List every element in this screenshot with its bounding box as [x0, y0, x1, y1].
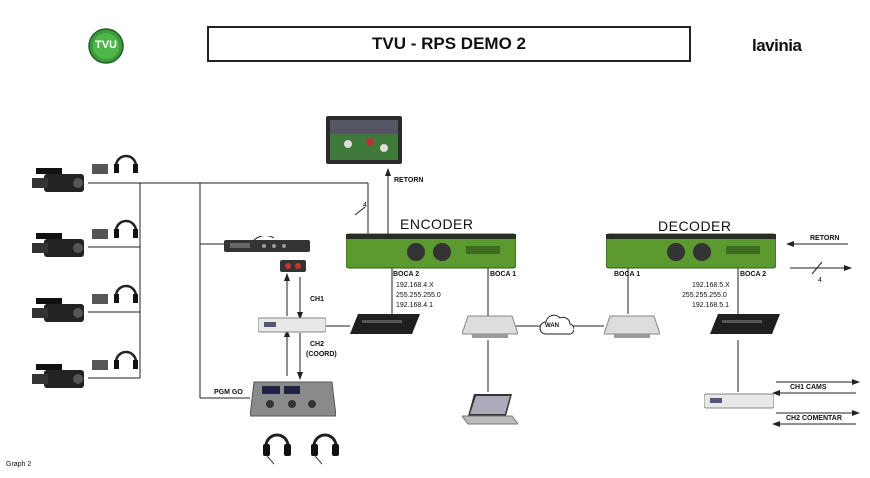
decoder-unit — [605, 232, 777, 275]
camera-4-beltpack-icon — [92, 346, 138, 379]
camera-2 — [32, 231, 92, 268]
ch2-comentar-label: CH2 COMENTAR — [786, 415, 842, 422]
encoder-unit — [345, 232, 517, 275]
diagram-title: TVU - RPS DEMO 2 — [207, 26, 691, 62]
return-monitor — [326, 116, 402, 171]
encoder-link-count: 4 — [363, 202, 367, 209]
decoder-port2-label: BOCA 2 — [740, 271, 767, 278]
camera-2-beltpack-icon — [92, 215, 138, 248]
encoder-switch — [350, 312, 420, 343]
decoder-ip: 192.168.5.X — [692, 282, 730, 289]
encoder-mask: 255.255.255.0 — [396, 292, 441, 299]
camera-1-beltpack-icon — [92, 150, 138, 183]
ch1-label: CH1 — [310, 296, 325, 303]
figure-caption: Graph 2 — [6, 461, 32, 468]
encoder-modem — [461, 314, 519, 345]
commentator-headset-2-icon — [310, 430, 340, 471]
wan-label: WAN — [545, 323, 559, 329]
decoder-link-count: 4 — [818, 277, 822, 284]
ch2-label: CH2 — [310, 341, 325, 348]
encoder-port2-label: BOCA 2 — [393, 271, 420, 278]
encoder-retorn-label: RETORN — [394, 177, 424, 184]
decoder-gateway: 192.168.5.1 — [692, 302, 729, 309]
tvu-logo-text: TVU — [95, 39, 117, 51]
encoder-ip: 192.168.4.X — [396, 282, 434, 289]
decoder-modem — [603, 314, 661, 345]
decoder-label: DECODER — [658, 218, 732, 234]
camera-1 — [32, 166, 92, 203]
decoder-switch — [710, 312, 780, 343]
output-intercom — [703, 392, 775, 417]
camera-4 — [32, 362, 92, 399]
commentator-headset-1-icon — [262, 430, 292, 471]
laptop — [461, 392, 519, 433]
intercom-base — [257, 316, 327, 339]
decoder-port1-label: BOCA 1 — [614, 271, 641, 278]
decoder-retorn-label: RETORN — [810, 235, 840, 242]
lavinia-logo: lavinia — [752, 36, 802, 55]
tvu-logo: TVU — [88, 28, 124, 64]
encoder-gateway: 192.168.4.1 — [396, 302, 433, 309]
decoder-mask: 255.255.255.0 — [682, 292, 727, 299]
encoder-port1-label: BOCA 1 — [490, 271, 517, 278]
ch1-cams-label: CH1 CAMS — [790, 384, 827, 391]
camera-3-beltpack-icon — [92, 280, 138, 313]
interface-box — [280, 259, 306, 278]
camera-3 — [32, 296, 92, 333]
ch2-sub-label: (COORD) — [306, 351, 337, 358]
audio-rack-unit — [224, 234, 310, 259]
commentary-console — [249, 376, 337, 425]
encoder-label: ENCODER — [400, 216, 474, 232]
pgm-label: PGM GO — [214, 389, 243, 396]
